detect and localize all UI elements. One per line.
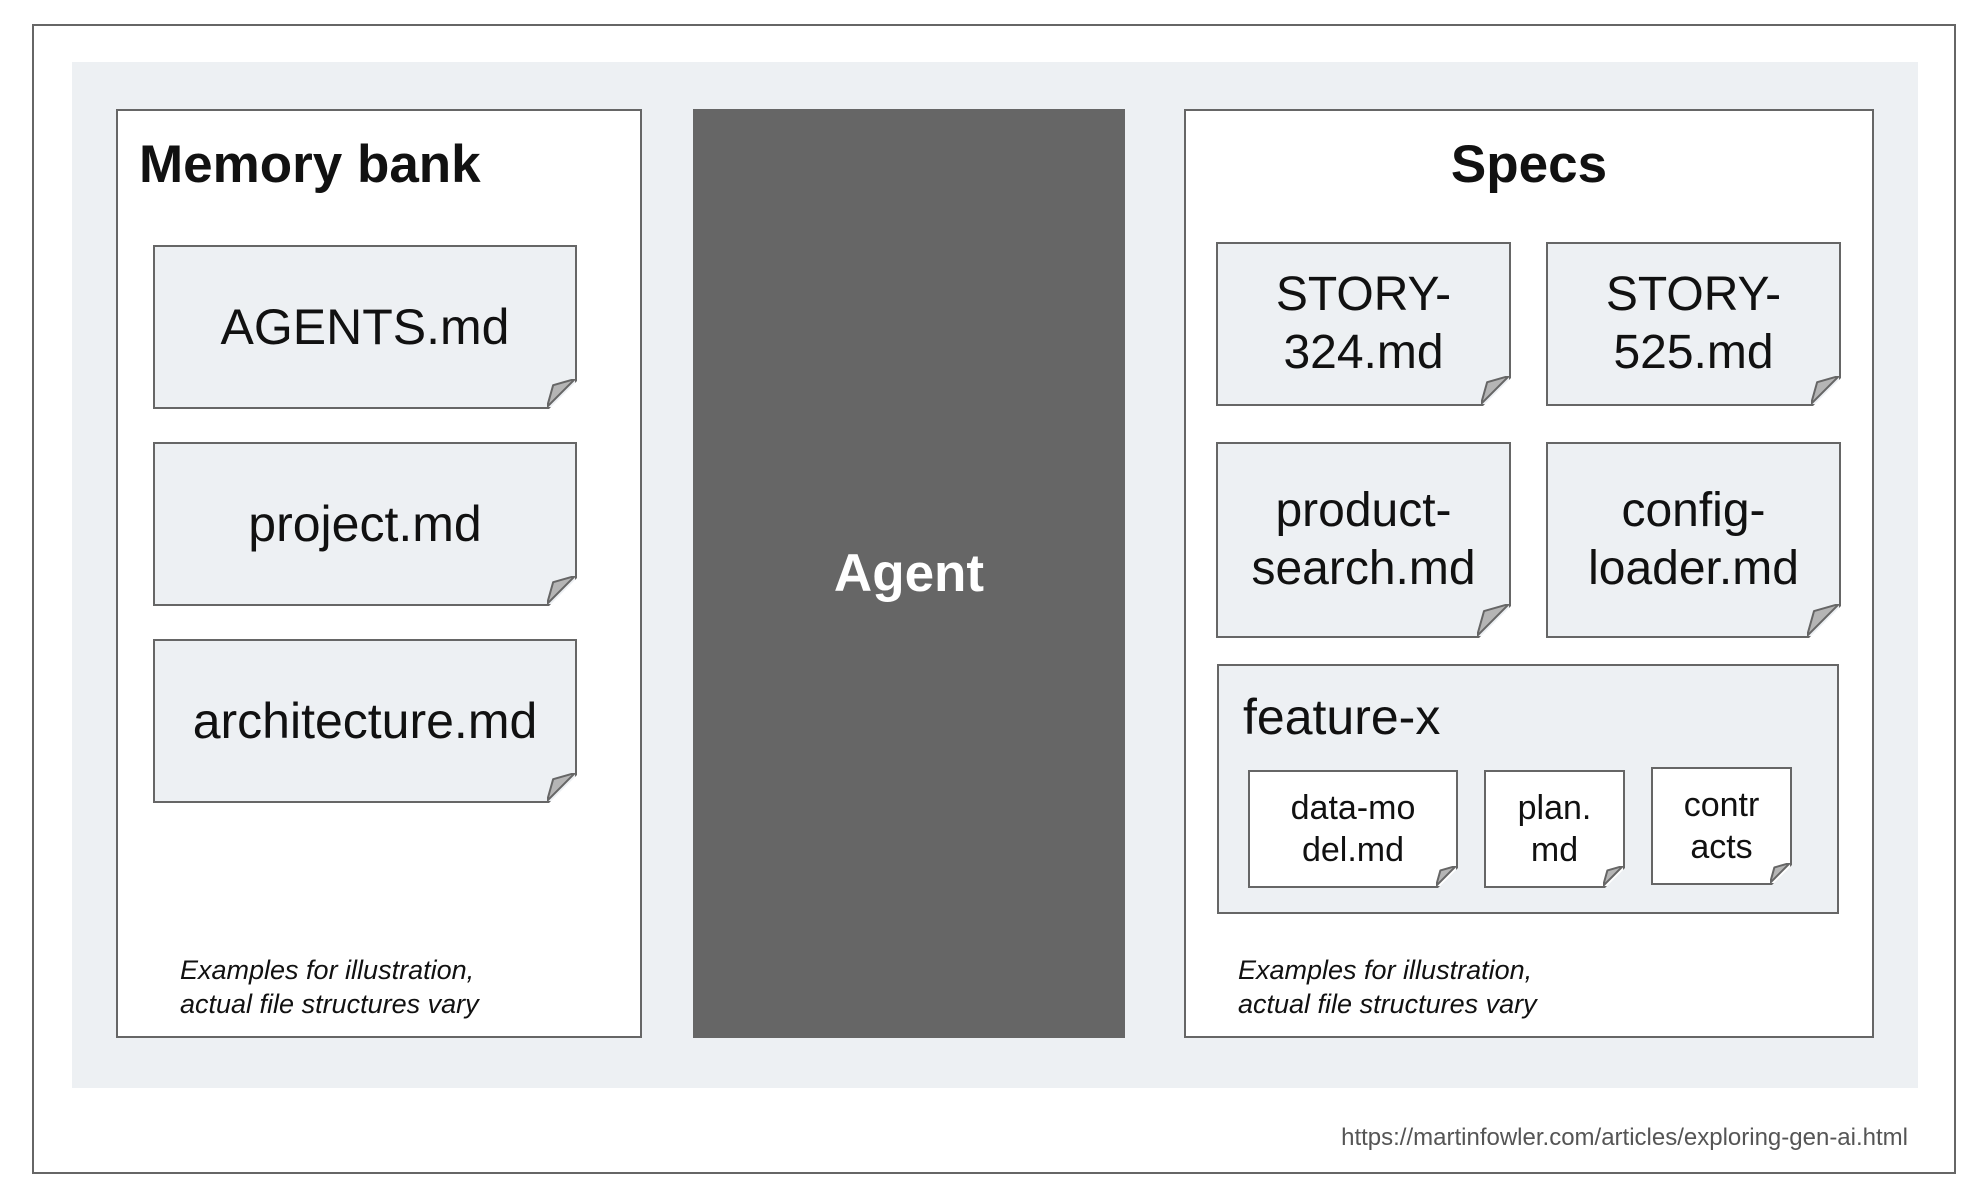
file-story-525-md: STORY- 525.md — [1546, 242, 1841, 406]
file-label: project.md — [248, 496, 482, 552]
agent-block: Agent — [693, 109, 1125, 1038]
file-story-324-md: STORY- 324.md — [1216, 242, 1511, 406]
agent-label: Agent — [833, 544, 985, 603]
file-architecture-md: architecture.md — [153, 639, 577, 803]
specs-note: Examples for illustration, actual file s… — [1238, 955, 1537, 1019]
file-label: AGENTS.md — [220, 299, 510, 355]
file-data-model-md: data-mo del.md — [1248, 770, 1458, 888]
file-label: data-mo del.md — [1290, 789, 1416, 869]
memory-bank-note: Examples for illustration, actual file s… — [180, 955, 479, 1019]
file-label: product- search.md — [1251, 484, 1476, 595]
file-label: config- loader.md — [1588, 484, 1799, 595]
file-project-md: project.md — [153, 442, 577, 606]
file-label: contr acts — [1683, 786, 1760, 866]
file-label: plan. md — [1517, 789, 1592, 869]
feature-x-title: feature-x — [1243, 689, 1441, 745]
file-label: STORY- 525.md — [1605, 268, 1782, 379]
file-agents-md: AGENTS.md — [153, 245, 577, 409]
source-url: https://martinfowler.com/articles/explor… — [1341, 1124, 1908, 1151]
file-contracts: contr acts — [1651, 767, 1792, 885]
file-plan-md: plan. md — [1484, 770, 1625, 888]
file-label: architecture.md — [192, 693, 538, 749]
file-product-search-md: product- search.md — [1216, 442, 1511, 638]
memory-bank-title: Memory bank — [139, 135, 481, 194]
file-label: STORY- 324.md — [1275, 268, 1452, 379]
specs-title: Specs — [1450, 135, 1608, 194]
file-config-loader-md: config- loader.md — [1546, 442, 1841, 638]
